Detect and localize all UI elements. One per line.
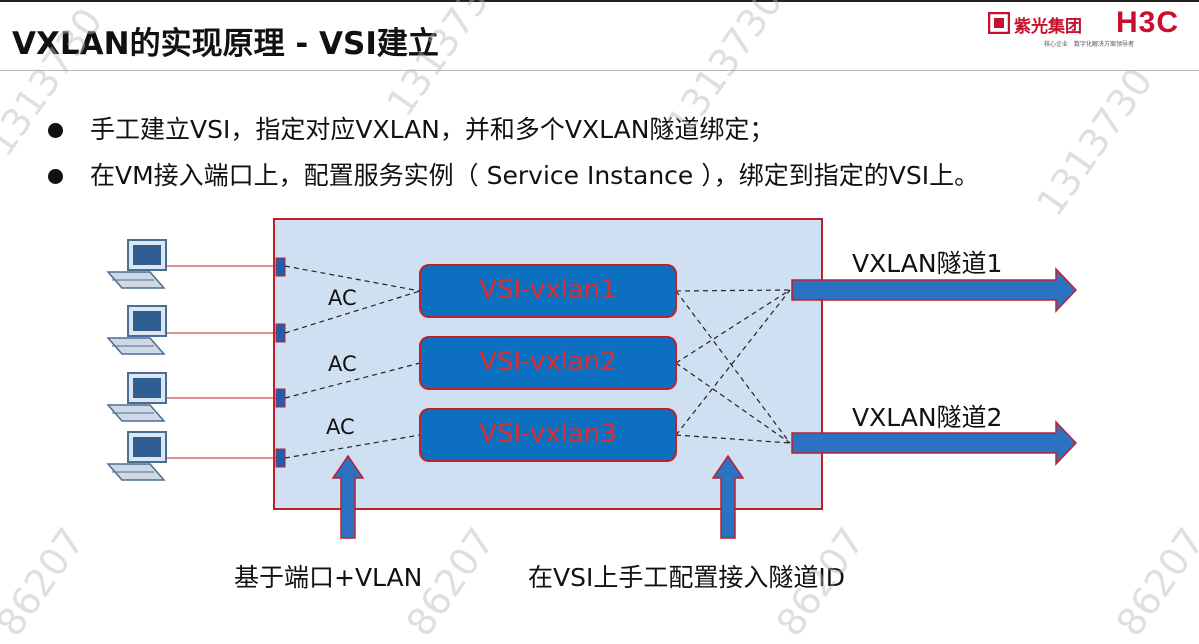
- hosts: [106, 239, 167, 481]
- up-arrow-port-vlan: [331, 454, 365, 539]
- desktop-computer-icon: [106, 305, 167, 355]
- bullet-item: 在VM接入端口上，配置服务实例（ Service Instance ），绑定到指…: [46, 158, 979, 204]
- access-port-3: [275, 388, 286, 408]
- slide-title: VXLAN的实现原理 - VSI建立: [12, 26, 439, 62]
- desktop-computer-icon: [106, 372, 167, 422]
- bullet-text: 在VM接入端口上，配置服务实例（ Service Instance ），绑定到指…: [90, 161, 980, 190]
- ac-link-1a: [284, 265, 421, 292]
- vsi-boxes: [419, 264, 677, 462]
- up-arrow-tunnel-config: [711, 454, 745, 539]
- tunnel-config-label: 在VSI上手工配置接入隧道ID: [528, 563, 845, 592]
- bullet-dot-icon: [48, 169, 63, 184]
- tunnel-link-v3-t2: [675, 434, 791, 444]
- tunnel-label-2: VXLAN隧道2: [852, 403, 1003, 432]
- access-port-4: [275, 448, 286, 468]
- desktop-computer-icon: [106, 431, 167, 481]
- up-arrows: [331, 454, 745, 539]
- tunnel-link-v3-t1: [675, 289, 791, 436]
- logo-tagline-left: 核心企业: [1044, 41, 1069, 48]
- logo-tagline-right: 数字化解决方案领导者: [1074, 41, 1135, 48]
- ac-label-2: AC: [328, 352, 357, 376]
- tunnel-arrow-1: [791, 267, 1078, 313]
- tunnel-label-1: VXLAN隧道1: [852, 249, 1003, 278]
- tunnel-arrow-2: [791, 420, 1078, 466]
- title-divider: [0, 70, 1199, 71]
- bullet-item: 手工建立VSI，指定对应VXLAN，并和多个VXLAN隧道绑定；: [46, 112, 979, 158]
- top-border: [0, 0, 1199, 2]
- logo-company-name: 紫光集团: [1014, 17, 1082, 37]
- tunnel-link-v2-t1: [675, 289, 791, 364]
- vsi-label-1: VSI-vxlan1: [479, 275, 617, 305]
- vsi-label-3: VSI-vxlan3: [479, 419, 617, 449]
- logo-brand: H3C: [1116, 6, 1180, 39]
- logo-mark-icon: [988, 12, 1010, 34]
- company-logo: 紫光集团 H3C 核心企业 数字化解决方案领导者: [988, 6, 1194, 50]
- port-vlan-label: 基于端口+VLAN: [234, 563, 423, 592]
- bullet-dot-icon: [48, 123, 63, 138]
- ac-link-3: [284, 434, 421, 459]
- tunnel-arrows: [791, 267, 1078, 466]
- bullet-list: 手工建立VSI，指定对应VXLAN，并和多个VXLAN隧道绑定； 在VM接入端口…: [46, 112, 979, 204]
- access-port-2: [275, 323, 286, 343]
- host-links: [162, 265, 276, 459]
- tunnel-link-v1-t1: [675, 289, 791, 292]
- tunnel-link-v1-t2: [675, 290, 791, 444]
- desktop-computer-icon: [106, 239, 167, 289]
- vsi-label-2: VSI-vxlan2: [479, 347, 617, 377]
- ac-label-1: AC: [328, 286, 357, 310]
- ac-label-3: AC: [326, 415, 355, 439]
- bullet-text: 手工建立VSI，指定对应VXLAN，并和多个VXLAN隧道绑定；: [90, 115, 775, 144]
- vsi-box-3: [419, 408, 677, 462]
- vsi-box-2: [419, 336, 677, 390]
- vsi-box-1: [419, 264, 677, 318]
- ac-dashed-links: [284, 265, 421, 459]
- tunnel-dashed-links: [675, 289, 791, 444]
- ac-link-1b: [284, 290, 421, 334]
- access-port-1: [275, 257, 286, 277]
